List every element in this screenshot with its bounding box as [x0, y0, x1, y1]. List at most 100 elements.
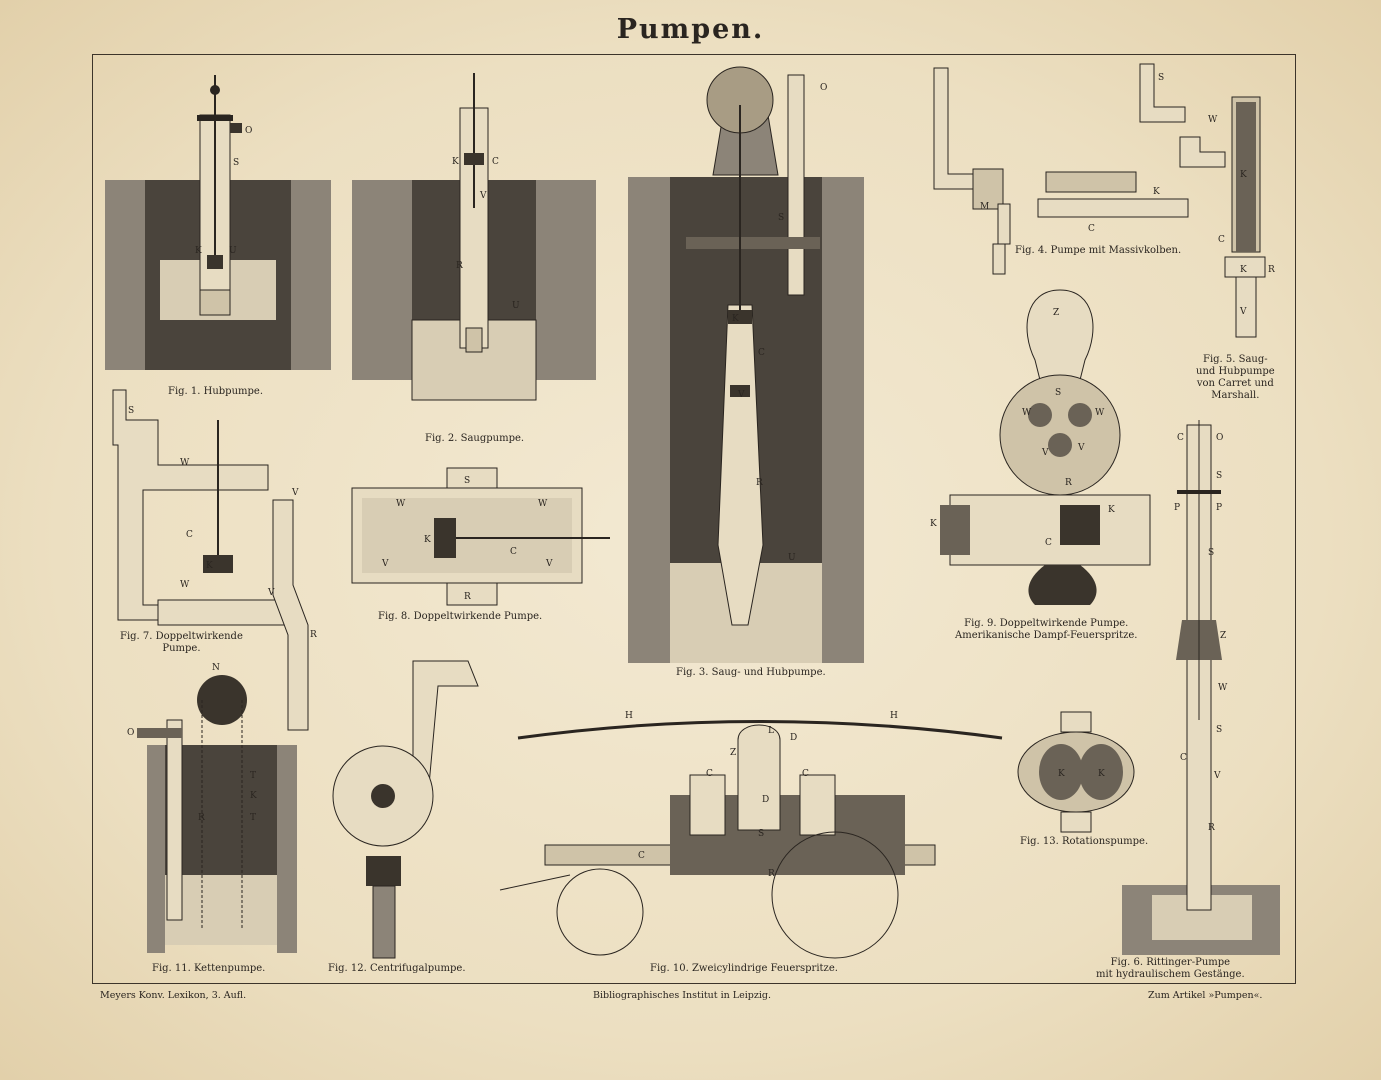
caption-fig-11: Fig. 11. Kettenpumpe. [152, 963, 266, 974]
figure-1-hubpumpe: O S K U [105, 65, 331, 375]
fig2-label-r: R [456, 261, 463, 271]
fig8-label-s: S [464, 476, 470, 486]
caption-fig-7-line-1: Fig. 7. Doppeltwirkende [120, 631, 243, 642]
fig4-label-k: K [1153, 187, 1160, 197]
figure-6-rittinger-pumpe: C O S P P S Z W S C V R [1122, 420, 1280, 955]
figure-11-kettenpumpe: N O T K R T [122, 660, 297, 953]
fig6-label-r: R [1208, 823, 1215, 833]
caption-fig-9: Fig. 9. Doppeltwirkende Pumpe. Amerikani… [955, 618, 1137, 642]
fig13-label-k2: K [1098, 769, 1105, 779]
caption-fig-2: Fig. 2. Saugpumpe. [425, 433, 525, 444]
figure-8-doppeltwirkende-pumpe: S W W K C V V R [351, 467, 610, 606]
figure-13-rotationspumpe: K K [1016, 711, 1146, 833]
fig6-label-o: O [1216, 433, 1223, 443]
fig7-label-v2: V [267, 588, 275, 598]
fig9-label-w1: W [1022, 408, 1032, 418]
fig2-label-k: K [452, 157, 459, 167]
fig9-label-w2: W [1095, 408, 1105, 418]
fig2-label-c: C [492, 157, 499, 167]
fig11-label-r: R [198, 813, 205, 823]
fig9-label-c: C [1045, 538, 1052, 548]
figure-12-centrifugalpumpe [328, 656, 479, 959]
caption-fig-6: Fig. 6. Rittinger-Pumpe mit hydraulische… [1096, 957, 1245, 981]
caption-fig-5: Fig. 5. Saug- und Hubpumpe von Carret un… [1196, 354, 1275, 402]
fig10-label-z: Z [730, 748, 736, 758]
fig7-label-s: S [128, 406, 134, 416]
caption-fig-12: Fig. 12. Centrifugalpumpe. [328, 963, 466, 974]
figure-3-saug-und-hubpumpe: O S K C V R U [628, 65, 864, 663]
fig5-label-k: K [1240, 170, 1247, 180]
fig10-label-h2: H [890, 711, 898, 721]
fig7-label-c: C [186, 530, 193, 540]
fig5-label-k2: K [1240, 265, 1247, 275]
figure-10-feuerspritze: H H L Z D C C D S C R [499, 700, 1036, 959]
fig3-label-v: V [737, 390, 745, 400]
fig5-label-w: W [1208, 115, 1218, 125]
fig10-label-h1: H [625, 711, 633, 721]
caption-fig-3: Fig. 3. Saug- und Hubpumpe. [676, 667, 826, 678]
fig9-label-k2: K [1108, 505, 1115, 515]
fig8-label-r: R [464, 592, 471, 602]
fig8-label-k: K [424, 535, 431, 545]
fig8-label-w1: W [396, 499, 406, 509]
fig7-label-r: R [310, 630, 317, 640]
fig11-label-k: K [250, 791, 257, 801]
fig6-label-p2: P [1216, 503, 1222, 513]
fig5-label-s: S [1158, 73, 1164, 83]
fig10-label-d1: D [790, 733, 797, 743]
figure-4-massivkolben: M K C [928, 64, 1190, 280]
caption-fig-10: Fig. 10. Zweicylindrige Feuerspritze. [650, 963, 838, 974]
figure-5-carret-marshall: S W K C K R V [1139, 62, 1280, 342]
fig13-label-k1: K [1058, 769, 1065, 779]
fig10-label-r: R [768, 869, 775, 879]
fig6-label-s2: S [1208, 548, 1214, 558]
caption-fig-5-line-1: Fig. 5. Saug- [1203, 354, 1268, 365]
fig1-label-u: U [229, 246, 237, 256]
fig7-label-w2: W [180, 580, 190, 590]
fig9-label-s: S [1055, 388, 1061, 398]
page-title: Pumpen. [616, 14, 765, 45]
fig3-label-s: S [778, 213, 784, 223]
fig6-label-v: V [1213, 771, 1221, 781]
caption-fig-7: Fig. 7. Doppeltwirkende Pumpe. [120, 631, 243, 655]
fig10-label-s: S [758, 829, 764, 839]
fig3-label-k: K [732, 314, 739, 324]
caption-fig-9-line-2: Amerikanische Dampf-Feuerspritze. [955, 630, 1138, 641]
fig1-label-o: O [245, 126, 252, 136]
footer-article-ref: Zum Artikel »Pumpen«. [1148, 990, 1263, 1001]
fig1-label-k: K [195, 246, 202, 256]
fig8-label-v2: V [545, 559, 553, 569]
caption-fig-5-line-3: von Carret und [1196, 378, 1274, 389]
fig9-label-r: R [1065, 478, 1072, 488]
fig4-label-m: M [980, 202, 989, 212]
fig5-label-r: R [1268, 265, 1275, 275]
fig8-label-w2: W [538, 499, 548, 509]
fig2-label-v: V [479, 191, 487, 201]
caption-fig-8: Fig. 8. Doppeltwirkende Pumpe. [378, 611, 543, 622]
fig9-label-v1: V [1041, 448, 1049, 458]
fig9-label-z: Z [1053, 308, 1059, 318]
fig3-label-r: R [756, 478, 763, 488]
fig6-label-p1: P [1174, 503, 1180, 513]
caption-fig-13: Fig. 13. Rotationspumpe. [1020, 836, 1149, 847]
caption-fig-6-line-2: mit hydraulischem Gestänge. [1096, 969, 1245, 980]
caption-fig-1: Fig. 1. Hubpumpe. [168, 386, 263, 397]
fig6-label-c2: C [1180, 753, 1187, 763]
caption-fig-5-line-4: Marshall. [1211, 390, 1260, 401]
figure-2-saugpumpe: K C V R U [352, 68, 596, 423]
fig10-label-d2: D [762, 795, 769, 805]
fig3-label-u: U [788, 553, 796, 563]
fig10-label-l: L [768, 726, 774, 736]
fig5-label-c: C [1218, 235, 1225, 245]
caption-fig-4: Fig. 4. Pumpe mit Massivkolben. [1015, 245, 1182, 256]
fig6-label-w: W [1218, 683, 1228, 693]
fig6-label-c: C [1177, 433, 1184, 443]
caption-fig-6-line-1: Fig. 6. Rittinger-Pumpe [1110, 957, 1231, 968]
caption-fig-7-line-2: Pumpe. [162, 643, 201, 654]
figure-9-dampf-feuerspritze: Z S W W V V R K K C [930, 289, 1160, 610]
fig10-label-c3: C [638, 851, 645, 861]
caption-fig-5-line-2: und Hubpumpe [1196, 366, 1275, 377]
fig5-label-v: V [1239, 307, 1247, 317]
fig11-label-o: O [127, 728, 134, 738]
fig7-label-w1: W [180, 458, 190, 468]
